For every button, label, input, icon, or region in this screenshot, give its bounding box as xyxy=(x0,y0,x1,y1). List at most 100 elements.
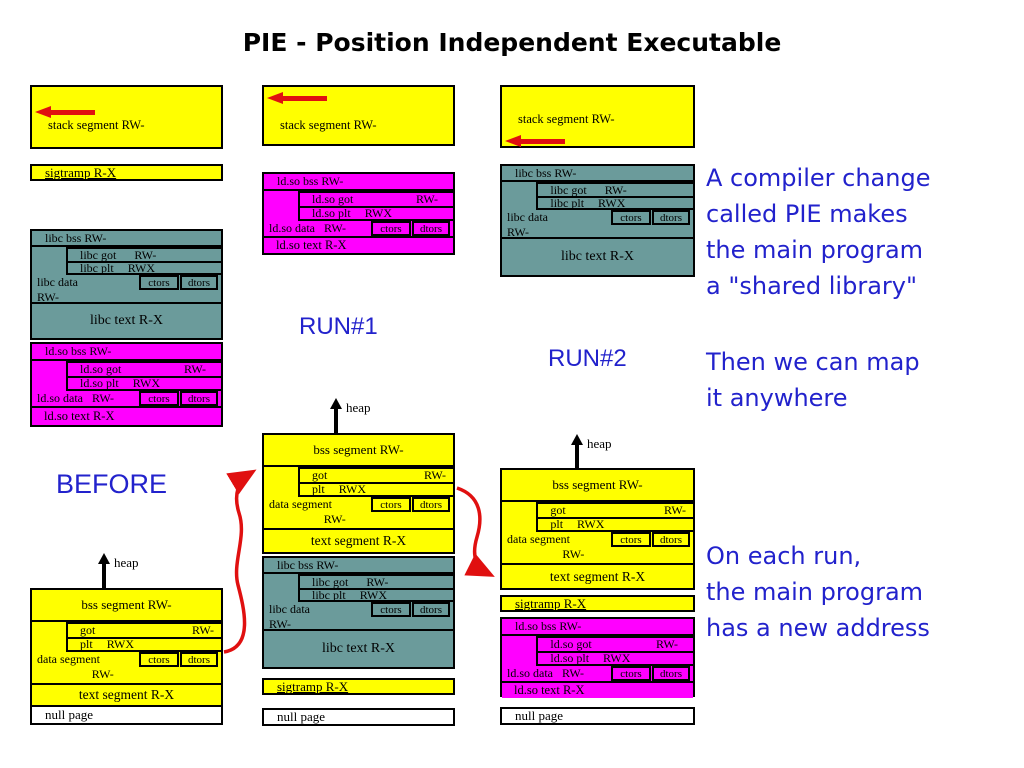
got-row: libc got RW- xyxy=(536,182,693,197)
got-perm-label: RW- xyxy=(604,182,627,197)
plt-row: plt RWX xyxy=(298,482,453,497)
ctors-cell: ctors xyxy=(611,666,651,681)
bss-label: libc bss RW- xyxy=(515,165,577,180)
data-perm-label: RW- xyxy=(269,617,292,631)
bss-row: ld.so bss RW- xyxy=(32,344,221,361)
ctors-cell: ctors xyxy=(371,497,411,512)
ctors-cell: ctors xyxy=(139,391,179,406)
text-row: ld.so text R-X xyxy=(264,238,453,253)
dtors-cell: dtors xyxy=(180,391,218,406)
up-arrow-icon xyxy=(98,553,110,588)
main-program-block-run1: bss segment RW- got RW- plt RWX data seg… xyxy=(262,433,455,554)
got-row: got RW- xyxy=(536,502,693,517)
plt-label: libc plt xyxy=(80,260,114,275)
main-program-block-run2: bss segment RW- got RW- plt RWX data seg… xyxy=(500,468,695,590)
text-row: ld.so text R-X xyxy=(32,408,221,425)
dtors-cell: dtors xyxy=(412,497,450,512)
data-name-label: data segment xyxy=(507,532,570,546)
up-arrow-icon xyxy=(571,434,583,469)
data-name-label: libc data xyxy=(507,210,548,224)
left-arrow-icon xyxy=(505,135,565,147)
bss-label: bss segment RW- xyxy=(81,597,172,612)
plt-row: libc plt RWX xyxy=(536,196,693,210)
text-row: libc text R-X xyxy=(264,631,453,667)
got-perm-label: RW- xyxy=(423,468,446,482)
plt-perm-label: RWX xyxy=(577,517,605,531)
ctors-cell: ctors xyxy=(371,602,411,617)
bss-label: ld.so bss RW- xyxy=(515,619,582,633)
data-perm-label: RW- xyxy=(323,512,346,526)
got-row: got RW- xyxy=(298,467,453,482)
bss-label: bss segment RW- xyxy=(552,477,643,492)
plt-row: plt RWX xyxy=(66,637,221,652)
got-row: got RW- xyxy=(66,622,221,637)
null-page-box-before: null page xyxy=(30,705,223,725)
annotation-compiler-change: A compiler change called PIE makes the m… xyxy=(706,164,931,300)
data-name-label: libc data xyxy=(269,602,310,616)
bss-row: ld.so bss RW- xyxy=(502,619,693,636)
up-arrow-icon xyxy=(330,398,342,433)
data-perm-label: RW- xyxy=(562,547,585,561)
got-perm-label: RW- xyxy=(663,503,686,517)
plt-perm-label: RWX xyxy=(127,260,156,275)
ldso-block-run2: ld.so bss RW- ld.so got RW- ld.so plt RW… xyxy=(500,617,695,698)
data-perm-label: RW- xyxy=(562,666,585,680)
bss-row: libc bss RW- xyxy=(264,558,453,574)
bss-row: libc bss RW- xyxy=(32,231,221,247)
plt-label: ld.so plt xyxy=(312,206,351,220)
bss-row: bss segment RW- xyxy=(502,470,693,502)
ctors-cell: ctors xyxy=(371,221,411,236)
libc-block-before: libc bss RW- libc got RW- libc plt RWX l… xyxy=(30,229,223,340)
annotation-map-anywhere: Then we can map it anywhere xyxy=(706,348,920,412)
plt-label: plt xyxy=(80,637,93,651)
annotation-new-address: On each run, the main program has a new … xyxy=(706,542,930,642)
got-row: ld.so got RW- xyxy=(298,191,453,206)
sigtramp-box-run1: sigtramp R-X xyxy=(262,678,455,695)
ctors-cell: ctors xyxy=(611,532,651,547)
bss-label: ld.so bss RW- xyxy=(45,344,112,358)
bss-row: bss segment RW- xyxy=(264,435,453,467)
heap-arrow-run2: heap xyxy=(570,434,612,469)
plt-perm-label: RWX xyxy=(603,651,631,665)
dtors-cell: dtors xyxy=(180,652,218,667)
data-perm-label: RW- xyxy=(91,667,114,681)
stack-label: stack segment RW- xyxy=(280,118,377,132)
run1-label: RUN#1 xyxy=(299,313,378,340)
bss-label: libc bss RW- xyxy=(45,230,107,245)
bss-label: libc bss RW- xyxy=(277,557,339,572)
bss-row: ld.so bss RW- xyxy=(264,174,453,191)
data-name-label: data segment xyxy=(269,497,332,511)
got-perm-label: RW- xyxy=(191,623,214,637)
stack-label: stack segment RW- xyxy=(48,118,145,132)
text-row: libc text R-X xyxy=(32,304,221,338)
ldso-block-before: ld.so bss RW- ld.so got RW- ld.so plt RW… xyxy=(30,342,223,427)
data-name-label: ld.so data xyxy=(269,221,315,235)
plt-label: ld.so plt xyxy=(80,376,119,390)
plt-row: plt RWX xyxy=(536,517,693,532)
got-label: got xyxy=(312,468,328,482)
bss-row: libc bss RW- xyxy=(502,166,693,182)
got-perm-label: RW- xyxy=(366,574,389,589)
got-label: got xyxy=(80,623,96,637)
main-program-block-before: bss segment RW- got RW- plt RWX data seg… xyxy=(30,588,223,707)
plt-row: libc plt RWX xyxy=(298,588,453,602)
got-row: libc got RW- xyxy=(298,574,453,589)
plt-row: ld.so plt RWX xyxy=(298,206,453,221)
null-page-box-run1: null page xyxy=(262,708,455,726)
text-row: text segment R-X xyxy=(502,565,693,588)
stack-box-run1: stack segment RW- xyxy=(262,85,455,146)
plt-perm-label: RWX xyxy=(359,587,388,602)
stack-label: stack segment RW- xyxy=(518,112,615,126)
got-label: ld.so got xyxy=(312,192,354,206)
before-label: BEFORE xyxy=(56,469,168,499)
